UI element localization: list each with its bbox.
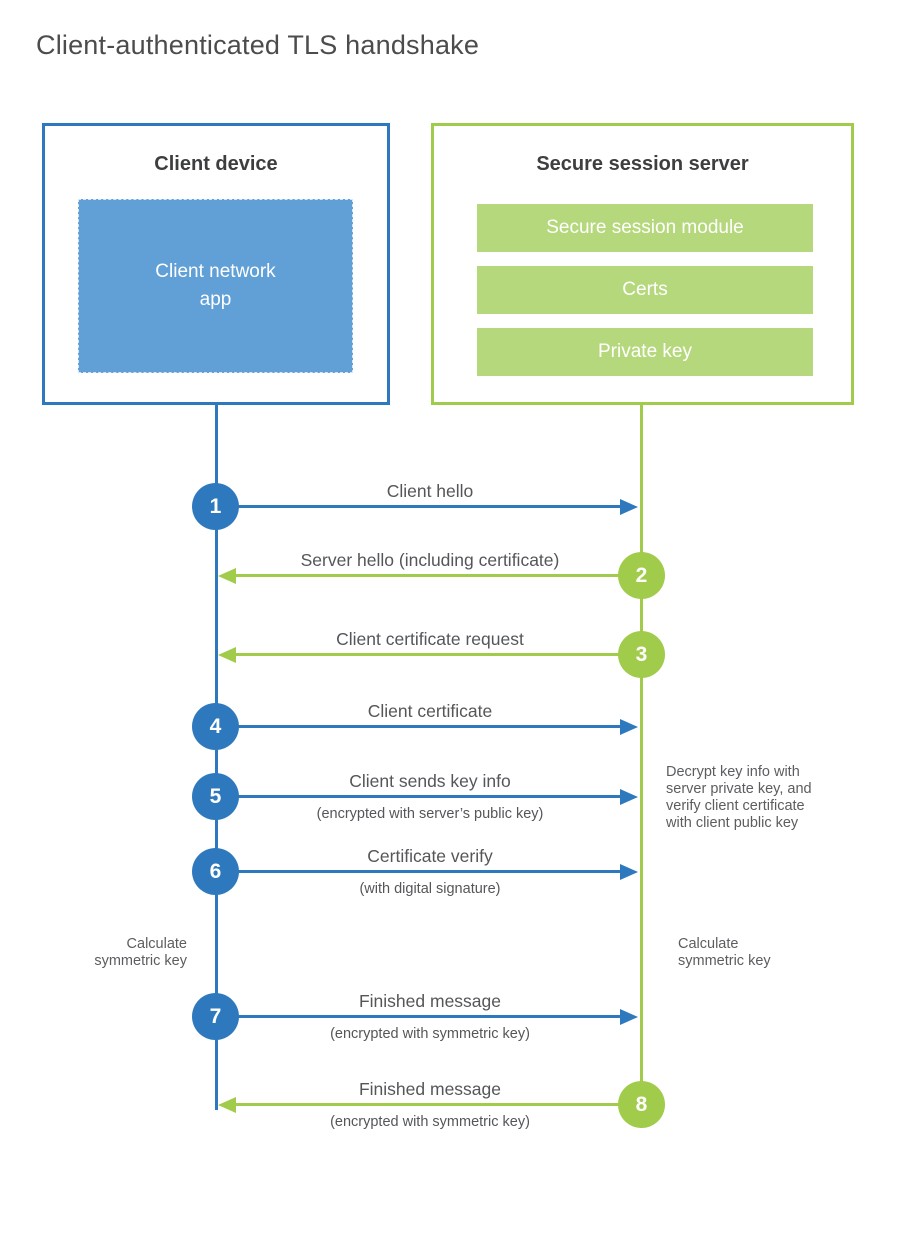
message-label: Client certificate request: [336, 629, 524, 649]
note-calculate-symmetric-key-client: Calculate symmetric key: [94, 936, 187, 969]
client-device-title: Client device: [154, 153, 278, 175]
message-arrow-line: [216, 505, 622, 508]
server-lifeline: [640, 405, 643, 1128]
step-number-badge: 2: [618, 552, 665, 599]
arrowhead-left-icon: [218, 1097, 236, 1113]
message-arrow-line: [234, 1103, 643, 1106]
message-sublabel: (with digital signature): [359, 881, 501, 897]
arrowhead-right-icon: [620, 789, 638, 805]
message-label: Server hello (including certificate): [300, 550, 560, 570]
arrowhead-right-icon: [620, 864, 638, 880]
server-module-certs: Certs: [477, 266, 813, 314]
client-network-app-box: Client network app: [78, 199, 353, 373]
page-title: Client-authenticated TLS handshake: [36, 30, 480, 60]
step-number-badge: 5: [192, 773, 239, 820]
step-number-badge: 3: [618, 631, 665, 678]
message-arrow-line: [216, 1015, 622, 1018]
message-label: Client hello: [386, 481, 474, 501]
message-label: Finished message: [358, 1079, 502, 1099]
step-number-badge: 4: [192, 703, 239, 750]
step-number-badge: 8: [618, 1081, 665, 1128]
client-lifeline: [215, 405, 218, 1110]
arrowhead-right-icon: [620, 719, 638, 735]
message-arrow-line: [216, 725, 622, 728]
arrowhead-left-icon: [218, 568, 236, 584]
message-arrow-line: [234, 653, 643, 656]
server-title: Secure session server: [536, 153, 749, 175]
message-arrow-line: [234, 574, 643, 577]
arrowhead-left-icon: [218, 647, 236, 663]
message-label: Finished message: [358, 991, 502, 1011]
message-label: Client certificate: [367, 701, 493, 721]
note-decrypt-key-info: Decrypt key info with server private key…: [666, 764, 812, 831]
step-number-badge: 1: [192, 483, 239, 530]
server-module-secure-session: Secure session module: [477, 204, 813, 252]
arrowhead-right-icon: [620, 1009, 638, 1025]
message-sublabel: (encrypted with symmetric key): [330, 1114, 530, 1130]
step-number-badge: 6: [192, 848, 239, 895]
server-module-private-key: Private key: [477, 328, 813, 376]
arrowhead-right-icon: [620, 499, 638, 515]
message-arrow-line: [216, 870, 622, 873]
note-calculate-symmetric-key-server: Calculate symmetric key: [678, 936, 771, 969]
step-number-badge: 7: [192, 993, 239, 1040]
message-label: Certificate verify: [367, 846, 493, 866]
message-label: Client sends key info: [349, 771, 511, 791]
server-box: Secure session server Secure session mod…: [431, 123, 854, 405]
message-arrow-line: [216, 795, 622, 798]
client-device-box: Client device Client network app: [42, 123, 390, 405]
message-sublabel: (encrypted with symmetric key): [330, 1026, 530, 1042]
message-sublabel: (encrypted with server’s public key): [316, 806, 544, 822]
